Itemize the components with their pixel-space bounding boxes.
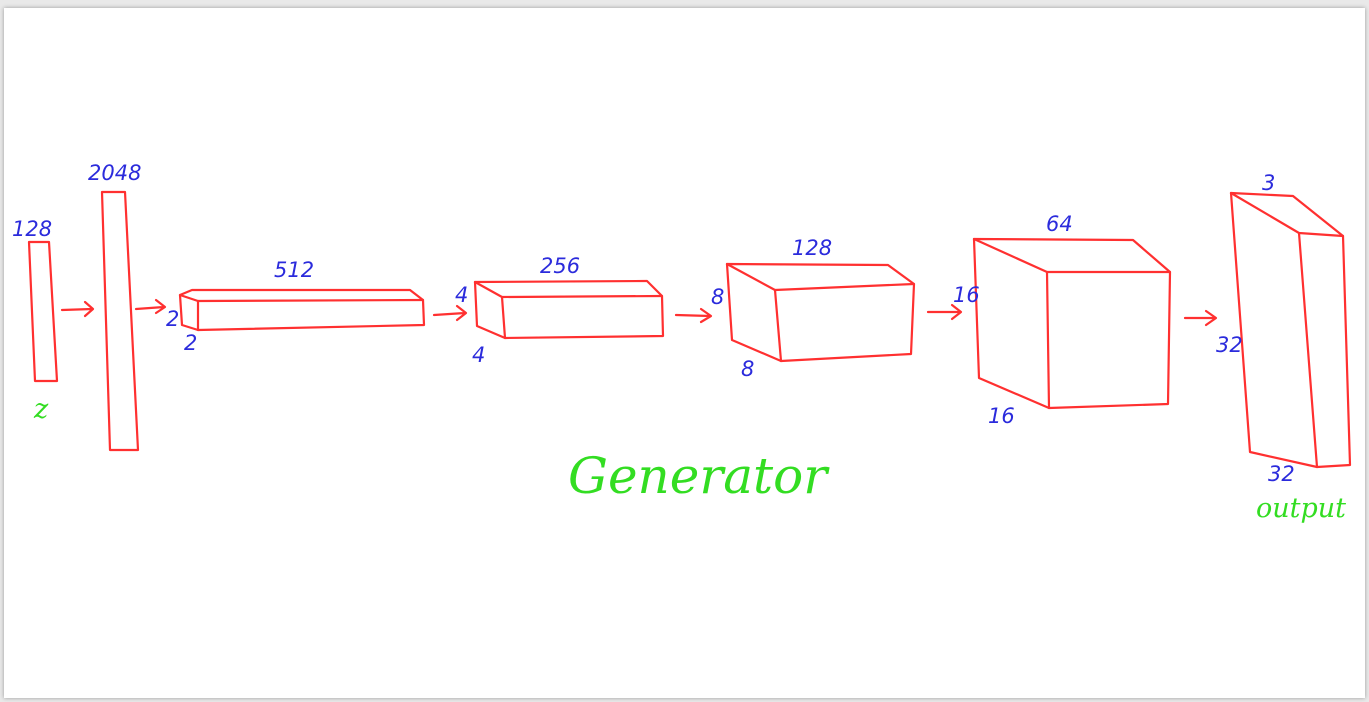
block-64-width-label: 64 (1046, 212, 1073, 236)
output-channels-label: 3 (1262, 171, 1275, 195)
diagram-title: Generator (568, 447, 830, 505)
output-width-label: 32 (1268, 462, 1295, 486)
z-dim-label: 128 (12, 217, 52, 241)
block-64-shape (972, 237, 1172, 410)
block-512-width-label: 512 (274, 258, 314, 282)
block-256-depth-label: 4 (472, 343, 485, 367)
z-vector-shape (27, 240, 59, 383)
z-label: z (33, 394, 49, 425)
block-64-depth-label: 16 (988, 404, 1015, 428)
output-shape (1229, 191, 1352, 469)
output-height-label: 32 (1216, 333, 1243, 357)
block-128-depth-label: 8 (741, 357, 754, 381)
arrow-512-to-256 (432, 304, 468, 322)
output-label: output (1256, 493, 1346, 524)
block-128-shape (725, 262, 916, 363)
arrow-dense-to-512 (134, 298, 167, 315)
arrow-z-to-dense (60, 300, 95, 318)
block-512-shape (178, 288, 426, 332)
whiteboard-canvas (4, 8, 1365, 698)
block-256-height-label: 4 (455, 283, 468, 307)
block-512-height-label: 2 (166, 307, 179, 331)
arrow-256-to-128 (674, 307, 713, 324)
block-256-shape (473, 279, 665, 340)
dense-2048-shape (100, 190, 140, 452)
arrow-64-to-output (1183, 309, 1218, 327)
block-128-width-label: 128 (792, 236, 832, 260)
arrow-128-to-64 (926, 303, 963, 321)
block-512-depth-label: 2 (184, 331, 197, 355)
dense-dim-label: 2048 (88, 161, 141, 185)
block-128-height-label: 8 (711, 285, 724, 309)
block-64-height-label: 16 (953, 283, 980, 307)
block-256-width-label: 256 (540, 254, 580, 278)
